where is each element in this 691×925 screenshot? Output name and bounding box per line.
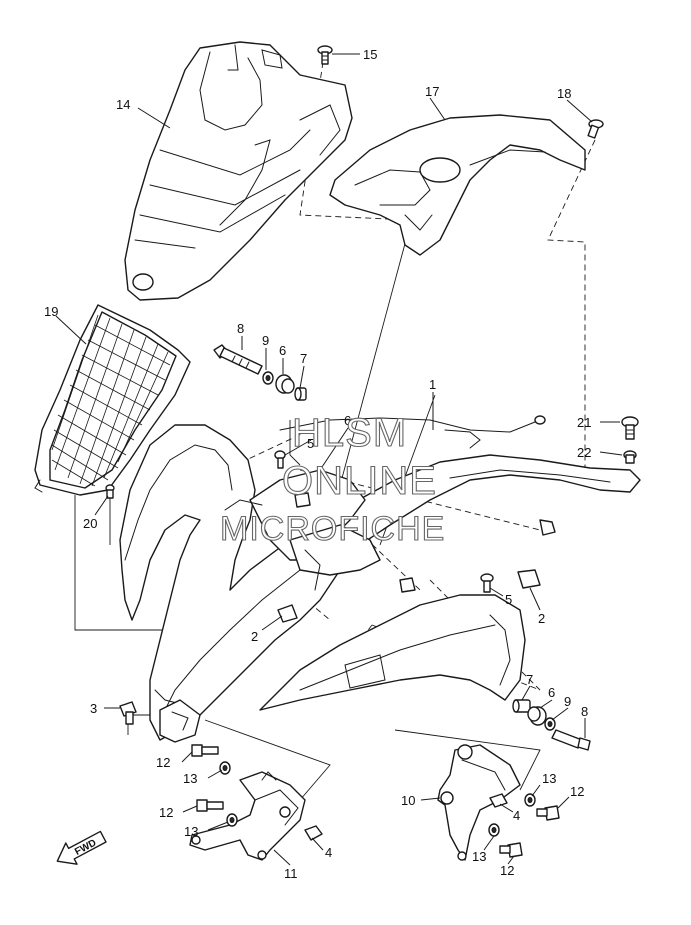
callout-19: 19 [44,304,58,319]
bolt-part-21 [621,416,639,440]
callout-labels: 15 14 17 18 19 8 9 6 7 1 21 22 5 6 20 5 … [44,47,591,881]
callout-13-a: 13 [183,771,197,786]
callout-14: 14 [116,97,130,112]
front-upper-cover-part-14 [124,41,353,301]
callout-21: 21 [577,415,591,430]
callout-6-center: 6 [344,413,351,428]
callout-leaders [55,53,623,866]
callout-20: 20 [83,516,97,531]
callout-7-left: 7 [300,351,307,366]
callout-10: 10 [401,793,415,808]
callout-1: 1 [429,377,436,392]
callout-9-left: 9 [262,333,269,348]
watermark-line-2: ONLINE [282,459,437,503]
callout-6-left: 6 [279,343,286,358]
callout-12-d: 12 [500,863,514,878]
left-bracket-part-11 [189,771,323,861]
callout-2-left: 2 [251,629,258,644]
callout-4-left: 4 [325,845,332,860]
callout-8-right: 8 [581,704,588,719]
watermark-line-3: MICROFICHE [220,510,445,548]
callout-17: 17 [425,84,439,99]
fwd-label: FWD [73,838,98,858]
screw-part-15 [317,45,333,65]
nut-part-4-right [489,793,508,808]
callout-3: 3 [90,701,97,716]
clip-part-6 [294,492,311,508]
callout-15: 15 [363,47,377,62]
callout-22: 22 [577,445,591,460]
grommet-part-6-left [275,374,295,394]
callout-13-d: 13 [472,849,486,864]
collar-part-7-right [512,699,531,713]
callout-4-right: 4 [513,808,520,823]
bolt-12-b [196,799,224,812]
callout-12-a: 12 [156,755,170,770]
bolt-part-8-left [213,344,263,375]
screw-part-20 [105,484,115,499]
right-bracket-part-10 [437,744,521,861]
grille-part-19 [34,304,191,496]
watermark: HLSM ONLINE MICROFICHE [219,410,445,548]
callout-2-right: 2 [538,611,545,626]
callout-18: 18 [557,86,571,101]
bolt-12-a [191,744,219,757]
bolt-12-d [499,842,523,858]
callout-5-center: 5 [307,436,314,451]
bolt-part-5-right [480,573,494,593]
bolts-part-12 [191,744,560,858]
watermark-line-1: HLSM [292,411,407,455]
callout-9-right: 9 [564,694,571,709]
clip-part-2-left [277,604,298,623]
bolt-12-c [536,805,560,821]
front-mudguard [259,594,526,711]
callout-12-b: 12 [159,805,173,820]
left-bolt-stack [213,344,307,401]
bolt-part-3 [119,701,137,725]
callout-13-c: 13 [542,771,556,786]
callout-11: 11 [284,866,298,881]
nut-part-4-left [304,825,323,841]
washers-part-13 [219,761,536,837]
callout-6-right: 6 [548,685,555,700]
collar-part-7-left [294,387,307,401]
forward-arrow-icon: FWD [56,830,107,865]
fender-clips [274,450,541,623]
clip-part-2-right [517,569,541,589]
front-fender-part-1 [119,415,641,743]
right-bolt-stack [512,699,591,751]
callout-8-left: 8 [237,321,244,336]
grommet-part-6-right [527,706,547,726]
bolt-part-8-right [551,729,591,751]
callout-13-b: 13 [184,824,198,839]
callout-12-c: 12 [570,784,584,799]
callout-5-right: 5 [505,592,512,607]
screw-part-18 [587,119,604,139]
grommet-part-22 [623,450,637,464]
callout-7-right: 7 [526,672,533,687]
upper-panel-part-17 [329,114,586,256]
